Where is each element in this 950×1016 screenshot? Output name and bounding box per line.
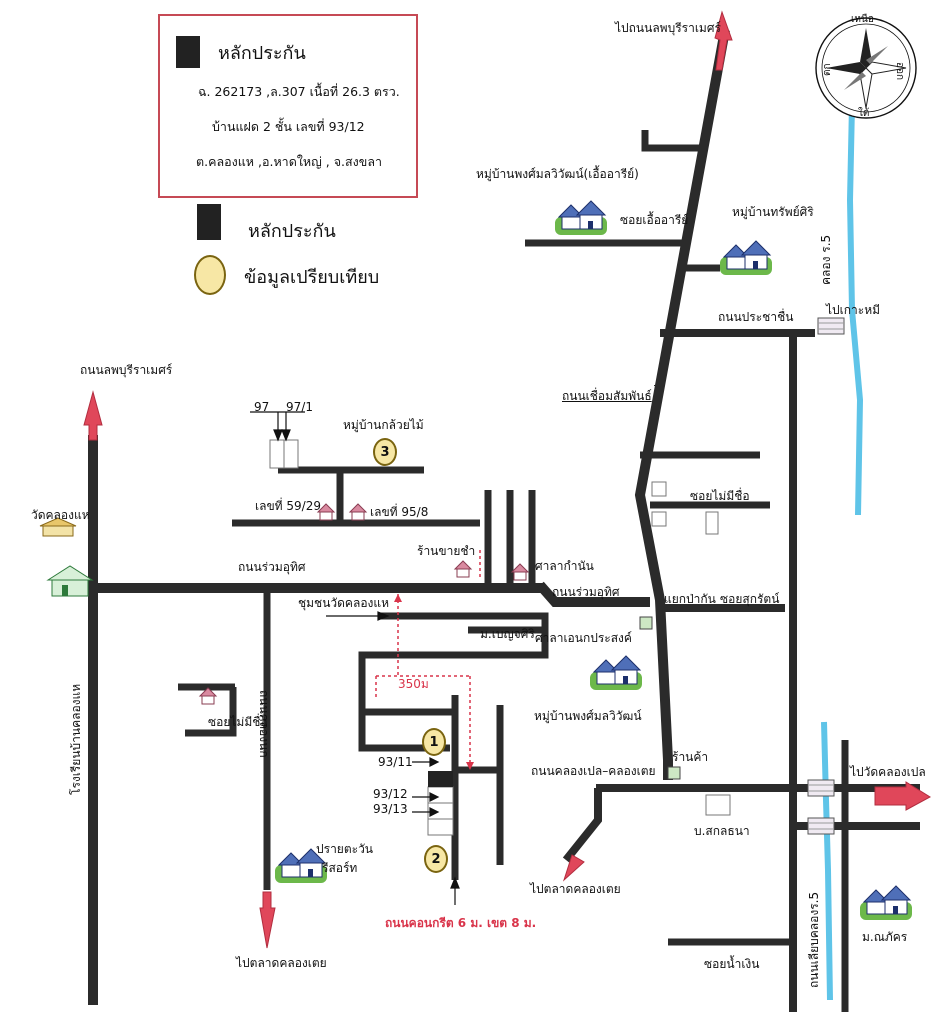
label-lopburi-rd-left: ถนนลพบุรีราเมศร์ [80, 363, 173, 377]
label-m-benchasiri: ม.เบญจศิริ [480, 627, 535, 641]
label-village-phongsamlawat: หมู่บ้านพงศ์มลวิวัฒน์ [534, 709, 642, 723]
label-concrete-road: ถนนคอนกรีต 6 ม. เขต 8 ม. [385, 916, 537, 930]
label-to-wat-khlong-pae: ไปวัดคลองเปล [850, 765, 926, 779]
label-sala-en-prasong: ศาลาเอนกประสงค์ [535, 631, 632, 645]
label-khlong-r5: คลอง ร.5 [819, 234, 833, 285]
canal-khlong-r5 [846, 104, 864, 516]
lot-pointers [250, 411, 460, 905]
sala-box [639, 616, 653, 630]
legend-title: หลักประกัน [218, 43, 306, 64]
label-yaek-pa-kan: แยกป่ากัน [664, 592, 716, 606]
road-network [88, 29, 920, 1012]
label-to-lopburi-top: ไปถนนลพบุรีราเมศร์ [615, 21, 721, 35]
house-icon [349, 503, 367, 521]
label-to-talad-khlong-toei-bottom: ไปตลาดคลองเตย [236, 956, 327, 970]
arrow-to-wat-khlong-pae [874, 781, 931, 811]
label-school-khlong-hae: โรงเรียนบ้านคลองแห [69, 683, 83, 795]
label-village-sap-siri: หมู่บ้านทรัพย์ศิริ [732, 205, 814, 219]
label-soi-sukrat: ซอยสุกรัตน์ [720, 592, 780, 606]
house-icon [454, 560, 472, 578]
village-icon [719, 240, 773, 276]
label-shop: ร้านค้า [672, 750, 709, 764]
legend-box [158, 14, 418, 198]
label-wat-khlong-hae: วัดคลองแห [31, 508, 90, 522]
label-grocery-store: ร้านขายชำ [417, 544, 476, 558]
legend-address: ต.คลองแห ,อ.หาดใหญ่ , จ.สงขลา [196, 154, 382, 169]
comparison-marker-3: 3 [373, 438, 397, 466]
label-khlong-pae-rd: ถนนคลองเปล–คลองเตย [531, 764, 656, 778]
collateral-legend-square [176, 36, 200, 68]
lot-boxes [269, 439, 731, 836]
collateral-legend-icon [197, 204, 221, 240]
road-ruam-uthit-right [536, 581, 650, 607]
compass-icon [815, 17, 917, 119]
arrows [83, 10, 931, 949]
label-chueam-samphan-rd: ถนนเชื่อมสัมพันธ์ [562, 389, 652, 403]
arrow-to-lopburi-left [83, 390, 103, 441]
legend-comparison-label: ข้อมูลเปรียบเทียบ [244, 267, 380, 288]
canal-lower [821, 721, 833, 1001]
label-pray-tawan-2: รีสอร์ท [322, 861, 358, 875]
compass-west: ตก [822, 63, 833, 76]
bridge-icon [807, 779, 835, 797]
arrow-to-talad-left [259, 891, 276, 949]
compass-south: ใต้ [858, 108, 870, 119]
label-prachachuen-rd: ถนนประชาชื่น [718, 310, 794, 324]
arrow-to-lopburi-top [714, 10, 733, 71]
label-community-wat-khlong-hae: ชุมชนวัดคลองแห [298, 596, 390, 610]
label-ruam-uthit-rd-right: ถนนร่วมอุทิศ [552, 585, 620, 599]
temple-icon [39, 517, 77, 537]
label-m-nanthakon: ม.ณภัคร [862, 930, 908, 944]
legend-deed: ฉ. 262173 ,ล.307 เนื้อที่ 26.3 ตรว. [198, 84, 400, 99]
legend-house: บ้านแฝด 2 ชั้น เลขที่ 93/12 [212, 119, 365, 134]
label-b-sakon-thana: บ.สกลธนา [694, 824, 750, 838]
village-icon [589, 655, 643, 691]
building-icon [46, 565, 94, 597]
label-soi-mai-mi-chue-left: ซอยไม่มีชื่อ [208, 715, 268, 729]
label-no-93-12: 93/12 [373, 787, 408, 801]
shop-box [667, 766, 681, 780]
label-liap-khlong-r5-rd: ถนนเลียบคลองร.5 [807, 891, 821, 988]
label-pray-tawan-1: ปรายตะวัน [316, 842, 374, 856]
bridge-icon [807, 817, 835, 835]
label-sala-kamnan: ศาลากำนัน [535, 559, 594, 573]
label-no-93-13: 93/13 [373, 802, 408, 816]
road-khlong-pae-left [562, 788, 602, 863]
legend-comparison-marker [194, 255, 226, 295]
comparison-marker-1: 1 [422, 728, 446, 756]
label-village-phongsamlawat-ua: หมู่บ้านพงศ์มลวิวัฒน์(เอื้ออารีย์) [476, 167, 639, 181]
label-soi-nam-ngoen: ซอยน้ำเงิน [704, 957, 760, 971]
comparison-marker-2: 2 [424, 845, 448, 873]
label-soi-mai-mi-chue-right: ซอยไม่มีชื่อ [690, 489, 750, 503]
village-icon [554, 200, 608, 236]
label-ruam-uthit-rd-left: ถนนร่วมอุทิศ [238, 560, 306, 574]
label-distance-350m: 350ม [398, 677, 429, 691]
arrow-to-talad-mid [562, 854, 585, 882]
compass-east: ออก [894, 62, 905, 81]
village-icon [859, 885, 913, 921]
label-soi-ua-ari: ซอยเอื้ออารีย์ [620, 213, 689, 227]
bridge-icon [817, 317, 845, 335]
label-num-97: 97 [254, 400, 270, 414]
distance-line [375, 550, 481, 768]
legend-collateral-label: หลักประกัน [248, 221, 336, 242]
road-soi-left-vert [185, 687, 237, 737]
road-community [358, 612, 549, 752]
label-no-95-8: เลขที่ 95/8 [370, 505, 429, 519]
label-to-talad-khlong-toei-mid: ไปตลาดคลองเตย [530, 882, 621, 896]
label-no-59-29: เลขที่ 59/29 [255, 499, 321, 513]
label-num-97-1: 97/1 [286, 400, 313, 414]
house-icon [511, 563, 529, 581]
collateral-plot [428, 771, 453, 787]
compass-north: เหนือ [851, 14, 874, 25]
main-road-diagonal [634, 29, 730, 780]
label-village-kluaimai: หมู่บ้านกล้วยไม้ [343, 418, 424, 432]
road-upper-spur [641, 130, 700, 152]
label-to-ko-mi: ไปเกาะหมี [826, 303, 881, 317]
label-no-93-11: 93/11 [378, 755, 413, 769]
